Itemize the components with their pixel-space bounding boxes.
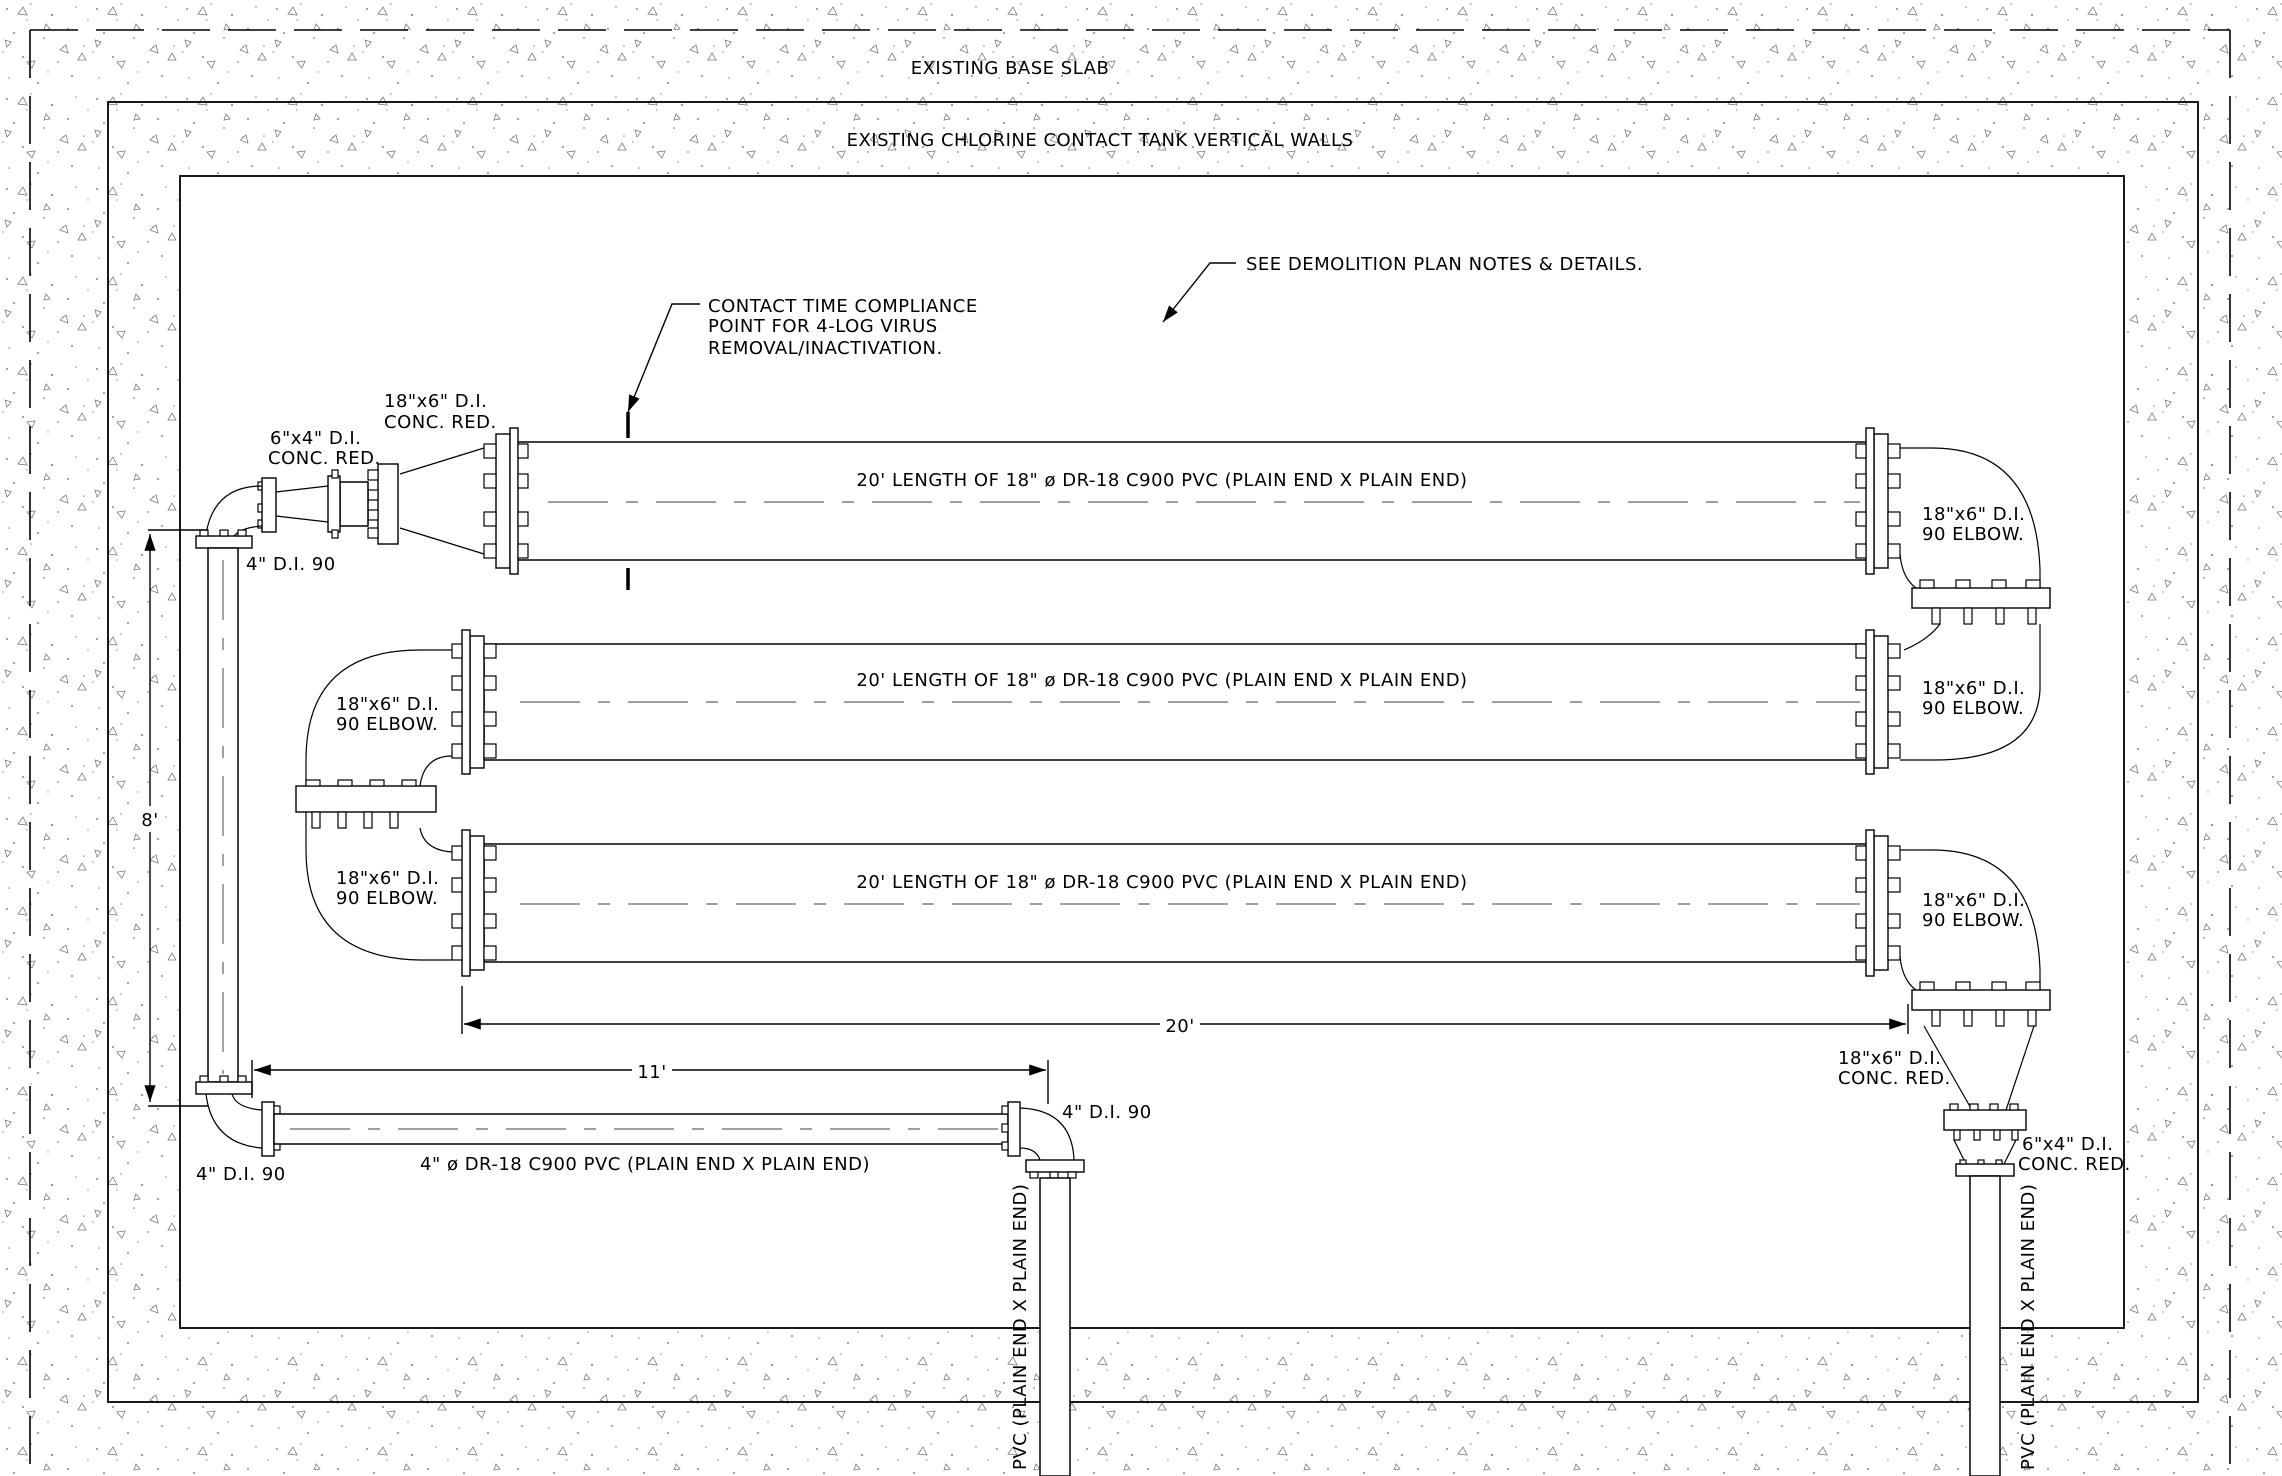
flange-6in-top <box>367 463 399 545</box>
flange-4in-elbow-bottom-left <box>195 1075 253 1095</box>
dimension-20ft <box>461 986 1909 1038</box>
demolition-note: SEE DEMOLITION PLAN NOTES & DETAILS. <box>1246 254 1643 275</box>
flange-4in-bottom-right-elbow <box>1001 1101 1021 1157</box>
elbow-run-2-right <box>1900 623 2041 761</box>
conc-red-18x6-bottom-label-1: 18"x6" D.I. <box>1838 1048 1941 1069</box>
dimension-8ft <box>136 529 208 1107</box>
walls-label: EXISTING CHLORINE CONTACT TANK VERTICAL … <box>847 130 1354 151</box>
pvc-run-3-label: 20' LENGTH OF 18" ø DR-18 C900 PVC (PLAI… <box>856 872 1467 893</box>
pvc-4in-vertical-right <box>1969 1175 2001 1476</box>
flange-4in-top <box>257 477 277 533</box>
dimension-8ft-label: 8' <box>141 810 158 831</box>
flange-run-2-right <box>1855 629 1901 775</box>
pvc-4in-label: 4" ø DR-18 C900 PVC (PLAIN END X PLAIN E… <box>420 1154 870 1175</box>
di-90-top-label: 4" D.I. 90 <box>246 554 336 575</box>
conc-reducer-18x6-top <box>399 447 485 555</box>
elbow-r2-label-2: 90 ELBOW. <box>1922 698 2024 719</box>
elbow-r3-label-1: 18"x6" D.I. <box>1922 890 2025 911</box>
flange-4in-down-bottom <box>1025 1159 1085 1179</box>
base-slab-label: EXISTING BASE SLAB <box>911 58 1110 79</box>
dimension-11ft <box>251 1058 1049 1104</box>
demolition-leader <box>1162 262 1236 323</box>
elbow-l2-label-1: 18"x6" D.I. <box>336 868 439 889</box>
di-90-bottom-left-label: 4" D.I. 90 <box>196 1164 286 1185</box>
conc-red-6x4-bottom-label-2: CONC. RED. <box>2018 1154 2131 1175</box>
compliance-note-line2: POINT FOR 4-LOG VIRUS <box>708 316 938 337</box>
elbow-left-upper <box>305 649 453 787</box>
conc-red-6x4-top-label-1: 6"x4" D.I. <box>270 428 361 449</box>
pipe-6in-top <box>339 481 369 527</box>
di-90-elbow-bottom-right <box>1019 1107 1075 1161</box>
elbow-r1-label-1: 18"x6" D.I. <box>1922 504 2025 525</box>
elbow-l1-label-2: 90 ELBOW. <box>336 714 438 735</box>
vertical-pvc-left-label: PVC (PLAIN END X PLAIN END) <box>1010 1184 1031 1470</box>
di-90-mid-right-label: 4" D.I. 90 <box>1062 1102 1152 1123</box>
flange-run-3-right <box>1855 829 1901 977</box>
flange-6in-bottom <box>1943 1103 2027 1141</box>
compliance-leader <box>627 303 700 413</box>
elbow-l1-label-1: 18"x6" D.I. <box>336 694 439 715</box>
dimension-11ft-label: 11' <box>637 1062 666 1083</box>
elbow-r3-label-2: 90 ELBOW. <box>1922 910 2024 931</box>
conc-reducer-18x6-bottom <box>1923 1025 2035 1111</box>
elbow-left-lower <box>305 812 453 961</box>
flange-run-1-left <box>483 427 529 575</box>
pvc-run-2-label: 20' LENGTH OF 18" ø DR-18 C900 PVC (PLAI… <box>856 670 1467 691</box>
flange-4in-elbow-top <box>195 529 253 549</box>
conc-red-6x4-top-label-2: CONC. RED. <box>268 448 381 469</box>
compliance-note-line3: REMOVAL/INACTIVATION. <box>708 338 943 359</box>
conc-red-6x4-bottom-label-1: 6"x4" D.I. <box>2022 1134 2113 1155</box>
elbow-flange-run-3-right <box>1911 981 2051 1027</box>
pvc-pipe-run-3 <box>483 843 1875 963</box>
elbow-l2-label-2: 90 ELBOW. <box>336 888 438 909</box>
pvc-pipe-run-1 <box>509 441 1875 561</box>
pvc-4in-vertical-bottom <box>1039 1177 1071 1476</box>
elbow-run-3-right <box>1899 849 2041 991</box>
elbow-run-1-right <box>1899 447 2041 589</box>
vertical-pvc-right-label: PVC (PLAIN END X PLAIN END) <box>2018 1184 2039 1470</box>
conc-red-18x6-top-label-1: 18"x6" D.I. <box>384 391 487 412</box>
elbow-flange-left <box>295 779 437 829</box>
elbow-flange-run-1-right <box>1911 579 2051 625</box>
di-90-elbow-bottom-left <box>205 1093 263 1149</box>
pvc-run-1-label: 20' LENGTH OF 18" ø DR-18 C900 PVC (PLAI… <box>856 470 1467 491</box>
elbow-r1-label-2: 90 ELBOW. <box>1922 524 2024 545</box>
conc-reducer-6x4-top <box>275 485 329 523</box>
conc-red-18x6-top-label-2: CONC. RED. <box>384 412 497 433</box>
elbow-r2-label-1: 18"x6" D.I. <box>1922 678 2025 699</box>
conc-red-18x6-bottom-label-2: CONC. RED. <box>1838 1068 1951 1089</box>
flange-6x4-reducer-top <box>327 469 341 539</box>
compliance-note-line1: CONTACT TIME COMPLIANCE <box>708 296 978 317</box>
slab-edge-dashed <box>29 29 2231 1476</box>
dimension-20ft-label: 20' <box>1165 1016 1194 1037</box>
flange-run-2-left <box>451 629 497 775</box>
flange-run-1-right <box>1855 427 1901 575</box>
flange-run-3-left <box>451 829 497 977</box>
